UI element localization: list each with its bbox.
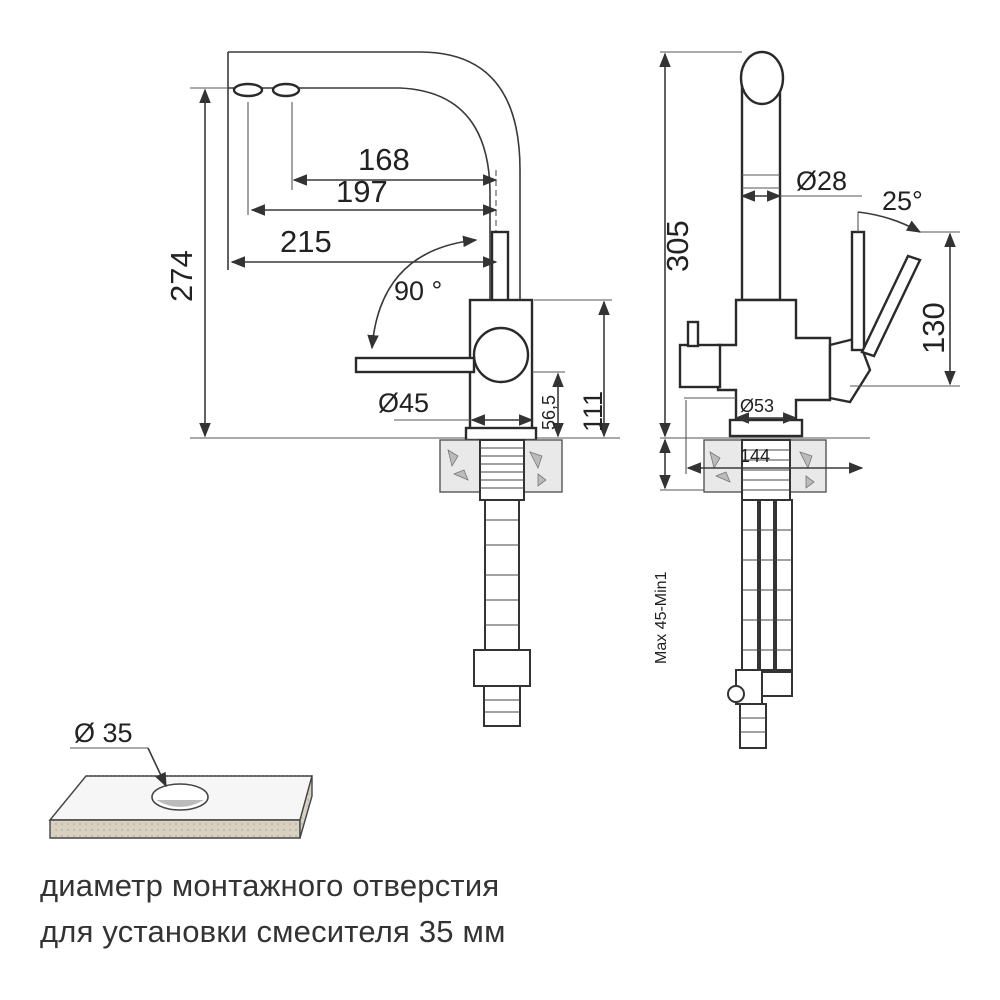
aerator-1 <box>232 82 264 98</box>
label-215: 215 <box>280 224 332 259</box>
label-hole-d35: Ø 35 <box>74 718 133 748</box>
side-view: 168 197 215 274 90 ° Ø45 56,5 111 <box>164 51 620 727</box>
spout-outline <box>228 51 521 300</box>
spout-column-front <box>740 76 782 302</box>
label-197: 197 <box>336 174 388 209</box>
angle-arc-25 <box>857 211 922 233</box>
angle-arc-90 <box>367 235 478 350</box>
label-168: 168 <box>358 142 410 177</box>
handle-knob <box>472 326 530 384</box>
handle-lever-horizontal <box>354 356 476 374</box>
label-130: 130 <box>916 302 951 354</box>
label-305: 305 <box>660 220 695 272</box>
filter-tap-knob <box>678 343 722 389</box>
label-25deg: 25° <box>882 186 923 216</box>
caption-line-2: для установки смесителя 35 мм <box>40 914 506 949</box>
label-d53: Ø53 <box>740 396 774 416</box>
supply-hose-3 <box>775 499 793 671</box>
plate-edge <box>49 819 301 839</box>
aerator-2 <box>271 82 301 98</box>
label-111: 111 <box>578 391 608 432</box>
label-d45: Ø45 <box>378 388 429 418</box>
label-56-5: 56,5 <box>539 395 559 430</box>
mounting-hole-illustration: Ø 35 <box>48 718 313 839</box>
mixer-lever-vertical <box>850 230 866 352</box>
label-90deg: 90 ° <box>394 276 442 306</box>
handle-lever-vertical <box>490 230 510 306</box>
supply-hose-1 <box>741 499 759 671</box>
front-view: 305 Ø28 25° 130 Ø53 144 Max 45-Min1 <box>653 50 960 749</box>
label-274: 274 <box>164 250 199 302</box>
spout-top <box>739 50 785 106</box>
label-max-min: Max 45-Min1 <box>653 571 670 664</box>
mixer-lever-tilted <box>860 254 922 358</box>
caption-line-1: диаметр монтажного отверстия <box>40 868 500 903</box>
supply-hose-2 <box>759 499 775 671</box>
label-144: 144 <box>740 446 770 466</box>
label-d28: Ø28 <box>796 166 847 196</box>
